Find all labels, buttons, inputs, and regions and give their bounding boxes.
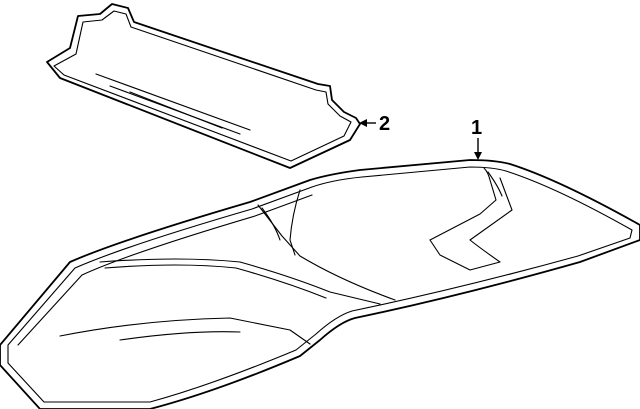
callout-2-label: 2 (379, 113, 390, 135)
callout-1-label: 1 (471, 117, 482, 139)
part-1-roof-panel[interactable] (0, 159, 640, 409)
part-2-panel[interactable] (46, 3, 361, 169)
callout-2: 2 (359, 113, 390, 135)
callout-1: 1 (471, 117, 482, 160)
